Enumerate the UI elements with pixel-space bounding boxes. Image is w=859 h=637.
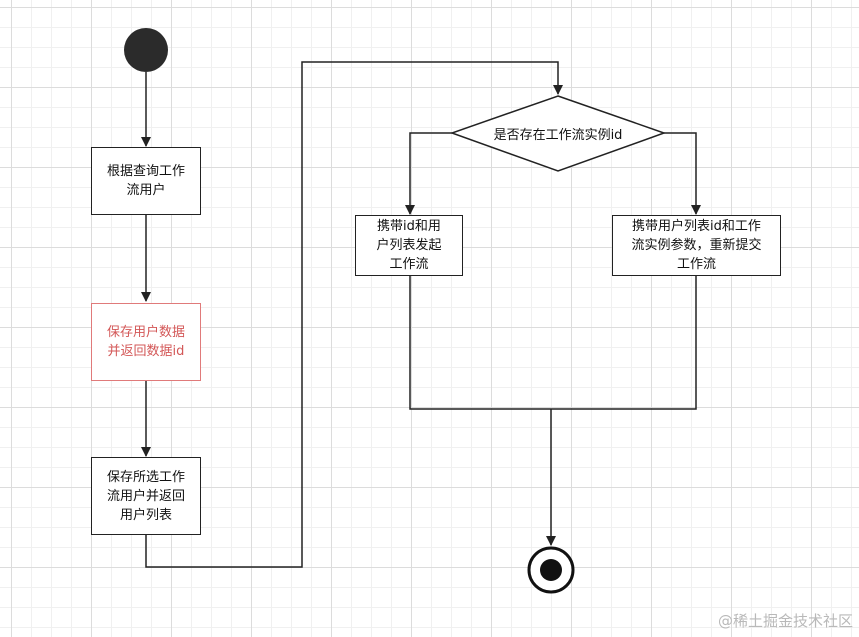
node-query-workflow-users: 根据查询工作 流用户 bbox=[91, 147, 201, 215]
node-resubmit-workflow: 携带用户列表id和工作 流实例参数，重新提交 工作流 bbox=[612, 215, 781, 276]
end-node bbox=[527, 546, 575, 594]
node-query-label: 根据查询工作 流用户 bbox=[106, 164, 185, 198]
decision-label: 是否存在工作流实例id bbox=[462, 120, 654, 146]
edge-decision-to-start-new bbox=[405, 132, 452, 215]
node-save-selected-label: 保存所选工作 流用户并返回 用户列表 bbox=[106, 469, 185, 523]
decision-text: 是否存在工作流实例id bbox=[493, 127, 623, 143]
edge-save-selected-to-decision bbox=[145, 61, 563, 568]
node-resubmit-label: 携带用户列表id和工作 流实例参数，重新提交 工作流 bbox=[631, 219, 762, 272]
node-start-new-label: 携带id和用 户列表发起 工作流 bbox=[376, 219, 442, 272]
start-node bbox=[124, 28, 168, 72]
node-save-user-data: 保存用户数据 并返回数据id bbox=[91, 303, 201, 381]
node-save-selected-users: 保存所选工作 流用户并返回 用户列表 bbox=[91, 457, 201, 535]
node-start-new-workflow: 携带id和用 户列表发起 工作流 bbox=[355, 215, 463, 276]
node-save-data-label: 保存用户数据 并返回数据id bbox=[106, 325, 185, 359]
watermark: @稀土掘金技术社区 bbox=[717, 612, 853, 630]
edge-start-new-to-merge bbox=[409, 276, 697, 410]
decision-diamond bbox=[449, 95, 667, 172]
edge-decision-to-resubmit bbox=[664, 132, 701, 215]
